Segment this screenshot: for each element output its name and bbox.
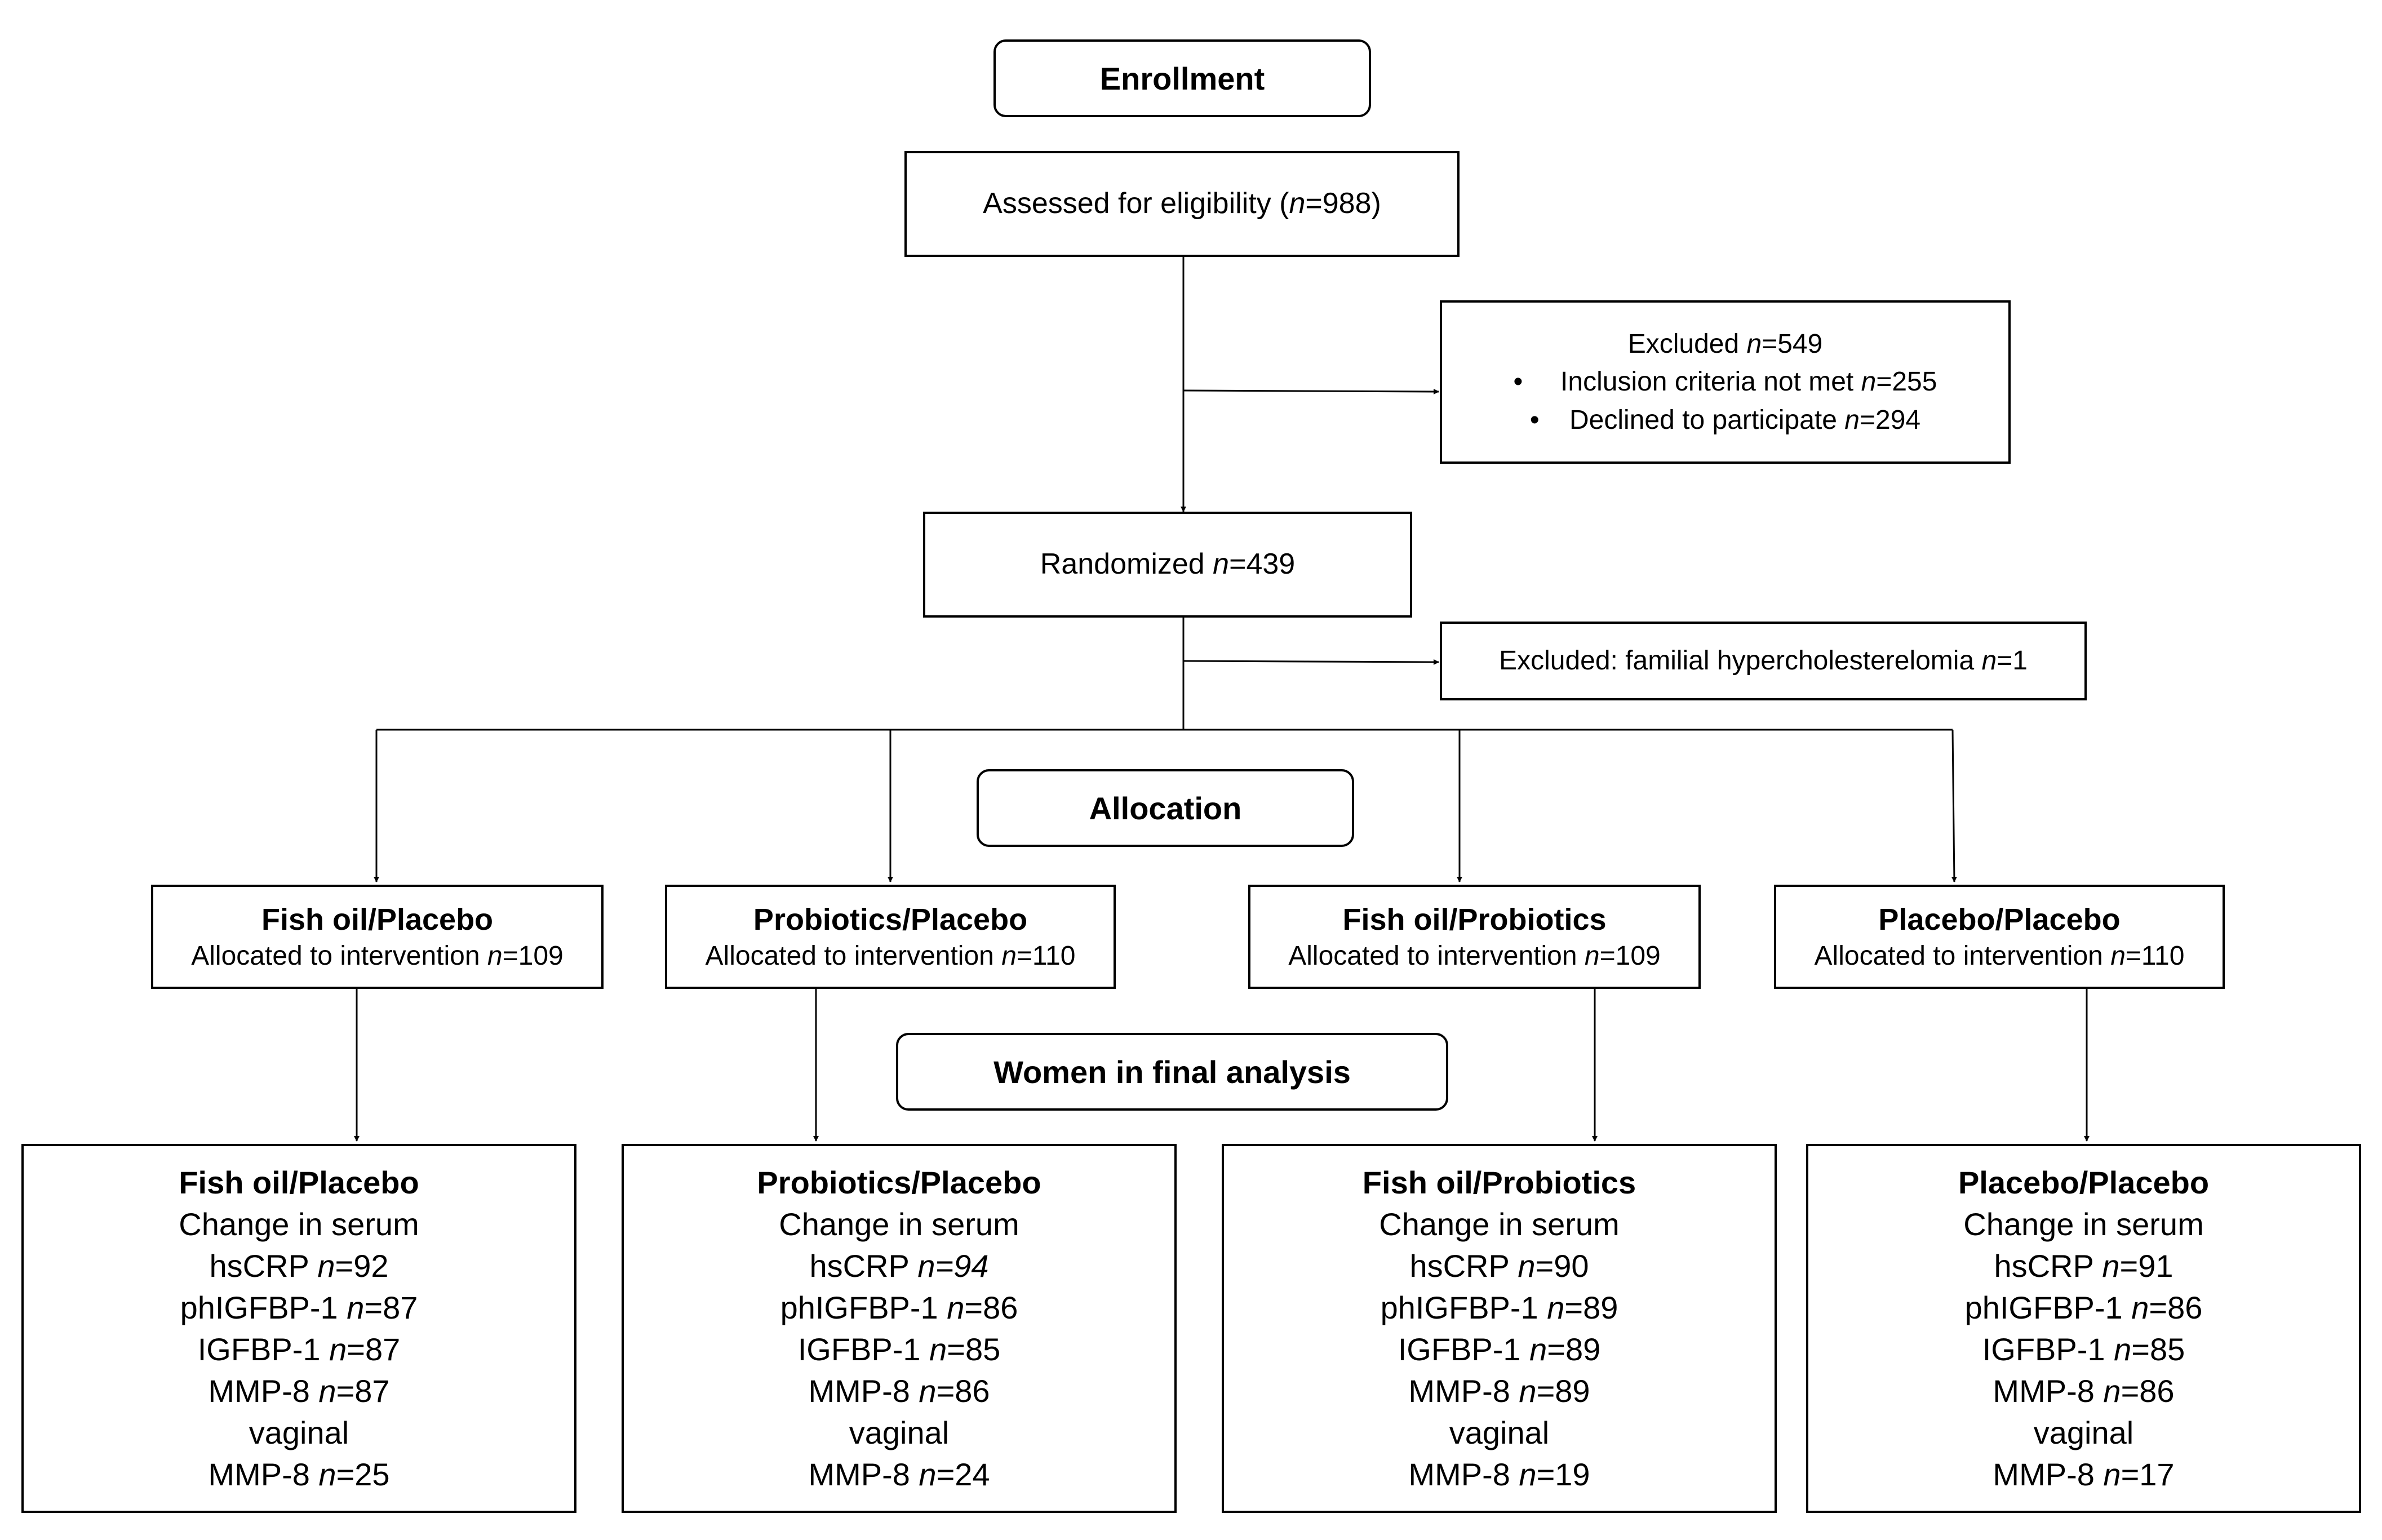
assessed-box: Assessed for eligibility (n=988) (904, 151, 1460, 257)
alloc-sub: Allocated to intervention n=110 (705, 940, 1076, 971)
line-to-alloc-4 (1951, 729, 1957, 882)
final-change: Change in serum (179, 1206, 419, 1242)
final-hscrp: hsCRP n=90 (1409, 1248, 1589, 1284)
final-vaginal: vaginal (1449, 1414, 1550, 1450)
alloc-title: Fish oil/Probiotics (1342, 902, 1607, 937)
final-mmp: MMP-8 n=87 (208, 1373, 390, 1409)
alloc-sub: Allocated to intervention n=109 (191, 940, 564, 971)
final-vaginal-mmp: MMP-8 n=19 (1408, 1456, 1590, 1492)
assessed-text: Assessed for eligibility (n=988) (983, 187, 1381, 220)
alloc-box-probiotics-placebo: Probiotics/Placebo Allocated to interven… (665, 885, 1116, 989)
randomized-text: Randomized n=439 (1040, 548, 1296, 581)
final-box-fish-oil-probiotics: Fish oil/Probiotics Change in serum hsCR… (1222, 1144, 1777, 1513)
final-change: Change in serum (1963, 1206, 2204, 1242)
final-change: Change in serum (779, 1206, 1019, 1242)
excluded-box: Excluded n=549 • Inclusion criteria not … (1440, 300, 2011, 464)
excluded-inclusion-not-met: • Inclusion criteria not met n=255 (1513, 367, 1937, 397)
excluded-fh-box: Excluded: familial hypercholesterelomia … (1440, 622, 2087, 700)
final-igfbp: IGFBP-1 n=89 (1398, 1331, 1601, 1367)
excluded-total: Excluded n=549 (1627, 329, 1823, 360)
final-phigfbp: phIGFBP-1 n=86 (1964, 1289, 2203, 1325)
final-hscrp: hsCRP n=92 (209, 1248, 389, 1284)
allocation-header: Allocation (977, 769, 1354, 847)
enrollment-label: Enrollment (1099, 60, 1265, 96)
final-change: Change in serum (1379, 1206, 1620, 1242)
allocation-label: Allocation (1089, 790, 1242, 826)
final-title: Placebo/Placebo (1958, 1164, 2210, 1200)
final-phigfbp: phIGFBP-1 n=87 (180, 1289, 418, 1325)
final-title: Probiotics/Placebo (757, 1164, 1041, 1200)
alloc-sub: Allocated to intervention n=110 (1814, 940, 2185, 971)
alloc-title: Placebo/Placebo (1878, 902, 2121, 937)
final-box-probiotics-placebo: Probiotics/Placebo Change in serum hsCRP… (622, 1144, 1177, 1513)
final-title: Fish oil/Probiotics (1362, 1164, 1636, 1200)
line-to-excluded-fh (1183, 659, 1439, 665)
final-mmp: MMP-8 n=86 (1993, 1373, 2175, 1409)
final-phigfbp: phIGFBP-1 n=89 (1380, 1289, 1618, 1325)
final-hscrp: hsCRP n=91 (1994, 1248, 2173, 1284)
randomized-box: Randomized n=439 (923, 512, 1412, 618)
alloc-title: Fish oil/Placebo (261, 902, 494, 937)
final-igfbp: IGFBP-1 n=85 (1982, 1331, 2185, 1367)
alloc-box-fish-oil-placebo: Fish oil/Placebo Allocated to interventi… (151, 885, 604, 989)
final-phigfbp: phIGFBP-1 n=86 (780, 1289, 1018, 1325)
alloc-box-fish-oil-probiotics: Fish oil/Probiotics Allocated to interve… (1248, 885, 1701, 989)
final-analysis-label: Women in final analysis (993, 1054, 1351, 1090)
excluded-declined: • Declined to participate n=294 (1529, 405, 1921, 435)
final-igfbp: IGFBP-1 n=85 (797, 1331, 1001, 1367)
alloc-title: Probiotics/Placebo (753, 902, 1028, 937)
final-box-placebo-placebo: Placebo/Placebo Change in serum hsCRP n=… (1806, 1144, 2361, 1513)
final-vaginal-mmp: MMP-8 n=17 (1993, 1456, 2175, 1492)
final-igfbp: IGFBP-1 n=87 (197, 1331, 401, 1367)
final-vaginal: vaginal (849, 1414, 950, 1450)
final-vaginal-mmp: MMP-8 n=24 (808, 1456, 990, 1492)
final-analysis-header: Women in final analysis (896, 1033, 1448, 1111)
final-box-fish-oil-placebo: Fish oil/Placebo Change in serum hsCRP n… (21, 1144, 576, 1513)
final-vaginal: vaginal (2033, 1414, 2134, 1450)
alloc-box-placebo-placebo: Placebo/Placebo Allocated to interventio… (1774, 885, 2225, 989)
excluded-fh-text: Excluded: familial hypercholesterelomia … (1499, 646, 2028, 676)
final-vaginal-mmp: MMP-8 n=25 (208, 1456, 390, 1492)
final-mmp: MMP-8 n=89 (1408, 1373, 1590, 1409)
line-to-excluded (1183, 388, 1439, 394)
final-hscrp: hsCRP n=94 (809, 1248, 989, 1284)
alloc-sub: Allocated to intervention n=109 (1288, 940, 1661, 971)
final-mmp: MMP-8 n=86 (808, 1373, 990, 1409)
final-title: Fish oil/Placebo (179, 1164, 419, 1200)
enrollment-header: Enrollment (993, 39, 1371, 117)
final-vaginal: vaginal (249, 1414, 349, 1450)
